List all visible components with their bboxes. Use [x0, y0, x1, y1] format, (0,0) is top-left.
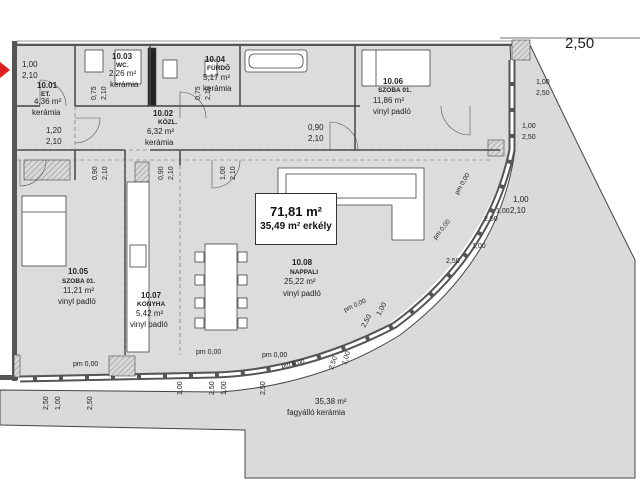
- dim-label: 1,00: [522, 123, 536, 130]
- room-10-05-id: 10.05: [68, 267, 89, 276]
- dim-label: 1,00: [513, 195, 529, 204]
- room-10-08-area: 25,22 m²: [284, 277, 316, 286]
- dim-label: 1,00: [221, 381, 228, 395]
- room-10-01-finish: kerámia: [32, 108, 61, 117]
- dim-label: 0,90: [92, 166, 99, 180]
- room-10-08-name: NAPPALI: [290, 269, 318, 276]
- dim-label: 1,00: [22, 60, 38, 69]
- dim-label: 2,50: [522, 134, 536, 141]
- room-10-05-name: SZOBA 01.: [62, 278, 96, 285]
- dim-label: 1,00: [177, 381, 184, 395]
- dashed-lines: [17, 106, 500, 355]
- balcony-area-value: 35,38 m²: [315, 397, 347, 406]
- dim-label: 2,10: [101, 86, 108, 100]
- dim-label: 2,10: [102, 166, 109, 180]
- room-10-01-id: 10.01: [37, 81, 58, 90]
- room-10-06-finish: vinyl padló: [373, 107, 411, 116]
- area-summary-box: 71,81 m² 35,49 m² erkély: [255, 193, 337, 245]
- dim-label: pm 0,00: [262, 352, 287, 359]
- room-10-03-area: 2,26 m²: [109, 69, 136, 78]
- room-10-03-id: 10.03: [112, 52, 133, 61]
- room-10-03-name: WC.: [116, 62, 129, 69]
- entry-arrow-icon: [0, 62, 10, 78]
- dim-label: 2,10: [510, 206, 526, 215]
- dim-label: 2,10: [230, 166, 237, 180]
- room-10-07-id: 10.07: [141, 291, 162, 300]
- dim-label: 2,50: [446, 258, 460, 265]
- dim-label: 1,00: [496, 208, 510, 215]
- room-10-07-finish: vinyl padló: [130, 320, 168, 329]
- dim-label: 2,10: [308, 134, 324, 143]
- top-window: [16, 40, 513, 45]
- room-10-06-area: 11,86 m²: [373, 96, 404, 105]
- room-10-08-finish: vinyl padló: [283, 289, 321, 298]
- balcony-area-summary: 35,49 m² erkély: [260, 221, 332, 232]
- balcony-finish: fagyálló kerámia: [287, 408, 346, 417]
- dim-label: pm 0,00: [73, 361, 98, 368]
- curved-facade-glass: [214, 60, 514, 377]
- room-10-08-id: 10.08: [292, 258, 313, 267]
- dim-label: 1,00: [55, 396, 62, 410]
- corner-dimension: 2,50: [565, 35, 594, 52]
- door-swings: [19, 79, 471, 189]
- room-10-04-finish: kerámia: [203, 84, 232, 93]
- dim-label: 2,50: [260, 381, 267, 395]
- dim-label: 2,50: [87, 396, 94, 410]
- dim-label: 2,10: [22, 71, 38, 80]
- dim-label: 1,00: [220, 166, 227, 180]
- room-10-04-name: FÜRDŐ: [207, 63, 230, 72]
- bottom-facade-glass: [19, 373, 216, 381]
- dim-label: 1,00: [341, 350, 352, 365]
- room-10-06-id: 10.06: [383, 77, 404, 86]
- fixtures: [84, 49, 308, 85]
- beds: [21, 49, 431, 267]
- dim-label: 2,50: [484, 216, 498, 223]
- dim-label: 1,00: [472, 243, 486, 250]
- room-10-07-name: KONYHA: [137, 301, 165, 308]
- dim-label: 2,50: [209, 381, 216, 395]
- room-10-05-area: 11,21 m²: [63, 286, 94, 295]
- dim-label: 0,75: [91, 86, 98, 100]
- dim-label: 0,90: [308, 123, 324, 132]
- dim-label: 0,90: [158, 166, 165, 180]
- dim-label: 1,20: [46, 126, 62, 135]
- room-10-01-area: 4,36 m²: [34, 97, 61, 106]
- room-10-05-finish: vinyl padló: [58, 297, 96, 306]
- room-10-02-id: 10.02: [153, 109, 174, 118]
- room-10-01-name: ET.: [41, 91, 51, 98]
- room-10-03-finish: kerámia: [110, 80, 139, 89]
- dining-table: [194, 243, 248, 331]
- room-10-02-area: 6,32 m²: [147, 127, 174, 136]
- dim-label: 0,75: [195, 86, 202, 100]
- dim-label: 1,00: [536, 79, 550, 86]
- total-area: 71,81 m²: [269, 204, 323, 219]
- dim-label: 2,50: [328, 355, 339, 370]
- room-10-07-area: 5,42 m²: [136, 309, 163, 318]
- dim-label: 2,10: [205, 86, 212, 100]
- dim-label: 2,10: [168, 166, 175, 180]
- kitchen: [126, 181, 150, 353]
- room-10-02-finish: kerámia: [145, 138, 174, 147]
- room-10-06-name: SZOBA 01.: [378, 87, 412, 94]
- dim-label: pm 0,00: [196, 349, 221, 356]
- room-10-02-name: KÖZL.: [158, 117, 178, 126]
- room-10-04-area: 5,17 m²: [203, 73, 230, 82]
- dim-label: 2,50: [43, 396, 50, 410]
- dim-label: 2,50: [536, 90, 550, 97]
- room-10-04-id: 10.04: [205, 55, 226, 64]
- room-labels: 10.01 ET. 4,36 m² kerámia 10.02 KÖZL. 6,…: [32, 52, 412, 417]
- balcony-area: [0, 44, 636, 479]
- dim-label: pm 0,00: [281, 358, 306, 370]
- columns: [13, 39, 531, 378]
- dim-label: 2,10: [46, 137, 62, 146]
